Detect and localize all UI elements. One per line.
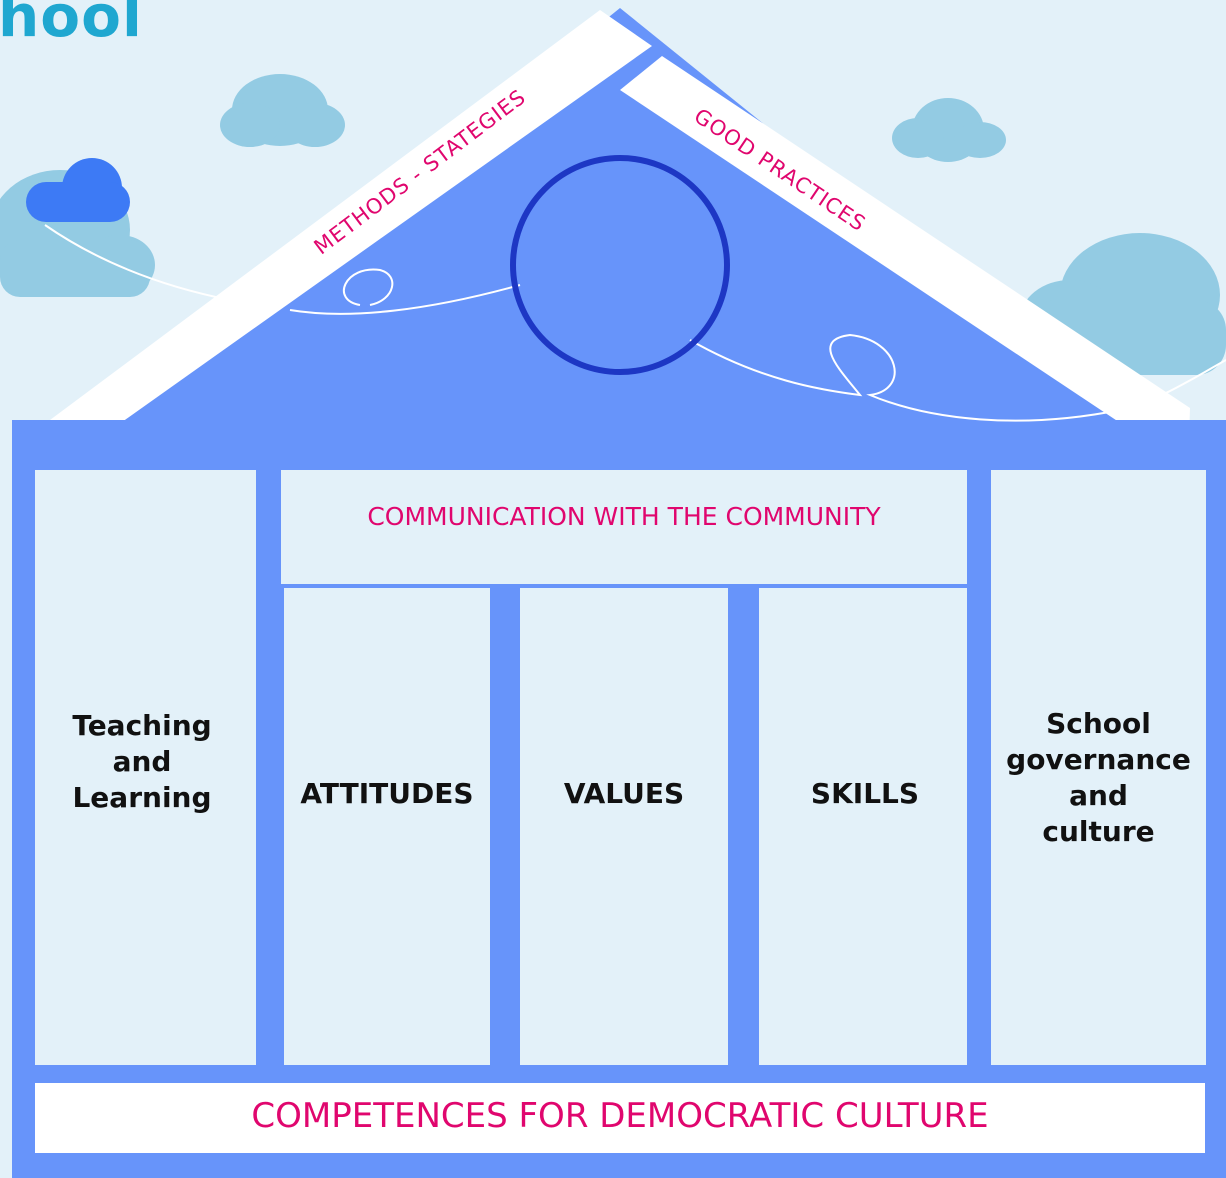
cloud-icon <box>892 98 1006 162</box>
left-column-line: and <box>112 745 172 778</box>
left-column <box>35 470 256 1065</box>
pillar-attitudes <box>284 588 490 1065</box>
right-column <box>991 470 1206 1065</box>
pillar-label-values: VALUES <box>563 777 685 810</box>
communication-band <box>281 470 967 584</box>
page-title: hool <box>0 0 143 50</box>
left-column-label: Teaching and Learning <box>35 708 249 816</box>
right-column-line: and <box>1069 779 1128 812</box>
roof-left-beam <box>50 10 652 466</box>
left-column-line: Teaching <box>72 709 212 742</box>
pillar-label-skills: SKILLS <box>810 777 920 810</box>
pillar-label-attitudes: ATTITUDES <box>300 777 474 810</box>
roof <box>50 8 1190 468</box>
roof-eave-left <box>12 420 50 468</box>
right-column-line: governance <box>1006 743 1191 776</box>
right-column-line: culture <box>1042 815 1155 848</box>
foundation-plate <box>35 1083 1205 1153</box>
cloud-icon <box>220 74 345 147</box>
right-column-line: School <box>1046 707 1151 740</box>
foundation-label: COMPETENCES FOR DEMOCRATIC CULTURE <box>251 1096 989 1136</box>
cloud-icon <box>26 158 130 222</box>
roof-circle <box>510 155 730 375</box>
roof-right-beam <box>620 56 1190 468</box>
left-column-line: Learning <box>72 781 212 814</box>
right-column-label: School governance and culture <box>991 706 1206 850</box>
flight-path <box>44 224 521 315</box>
pillar-values <box>520 588 728 1065</box>
communication-band-label: COMMUNICATION WITH THE COMMUNITY <box>367 502 881 531</box>
pillar-skills <box>759 588 967 1065</box>
flight-path <box>689 333 1226 422</box>
